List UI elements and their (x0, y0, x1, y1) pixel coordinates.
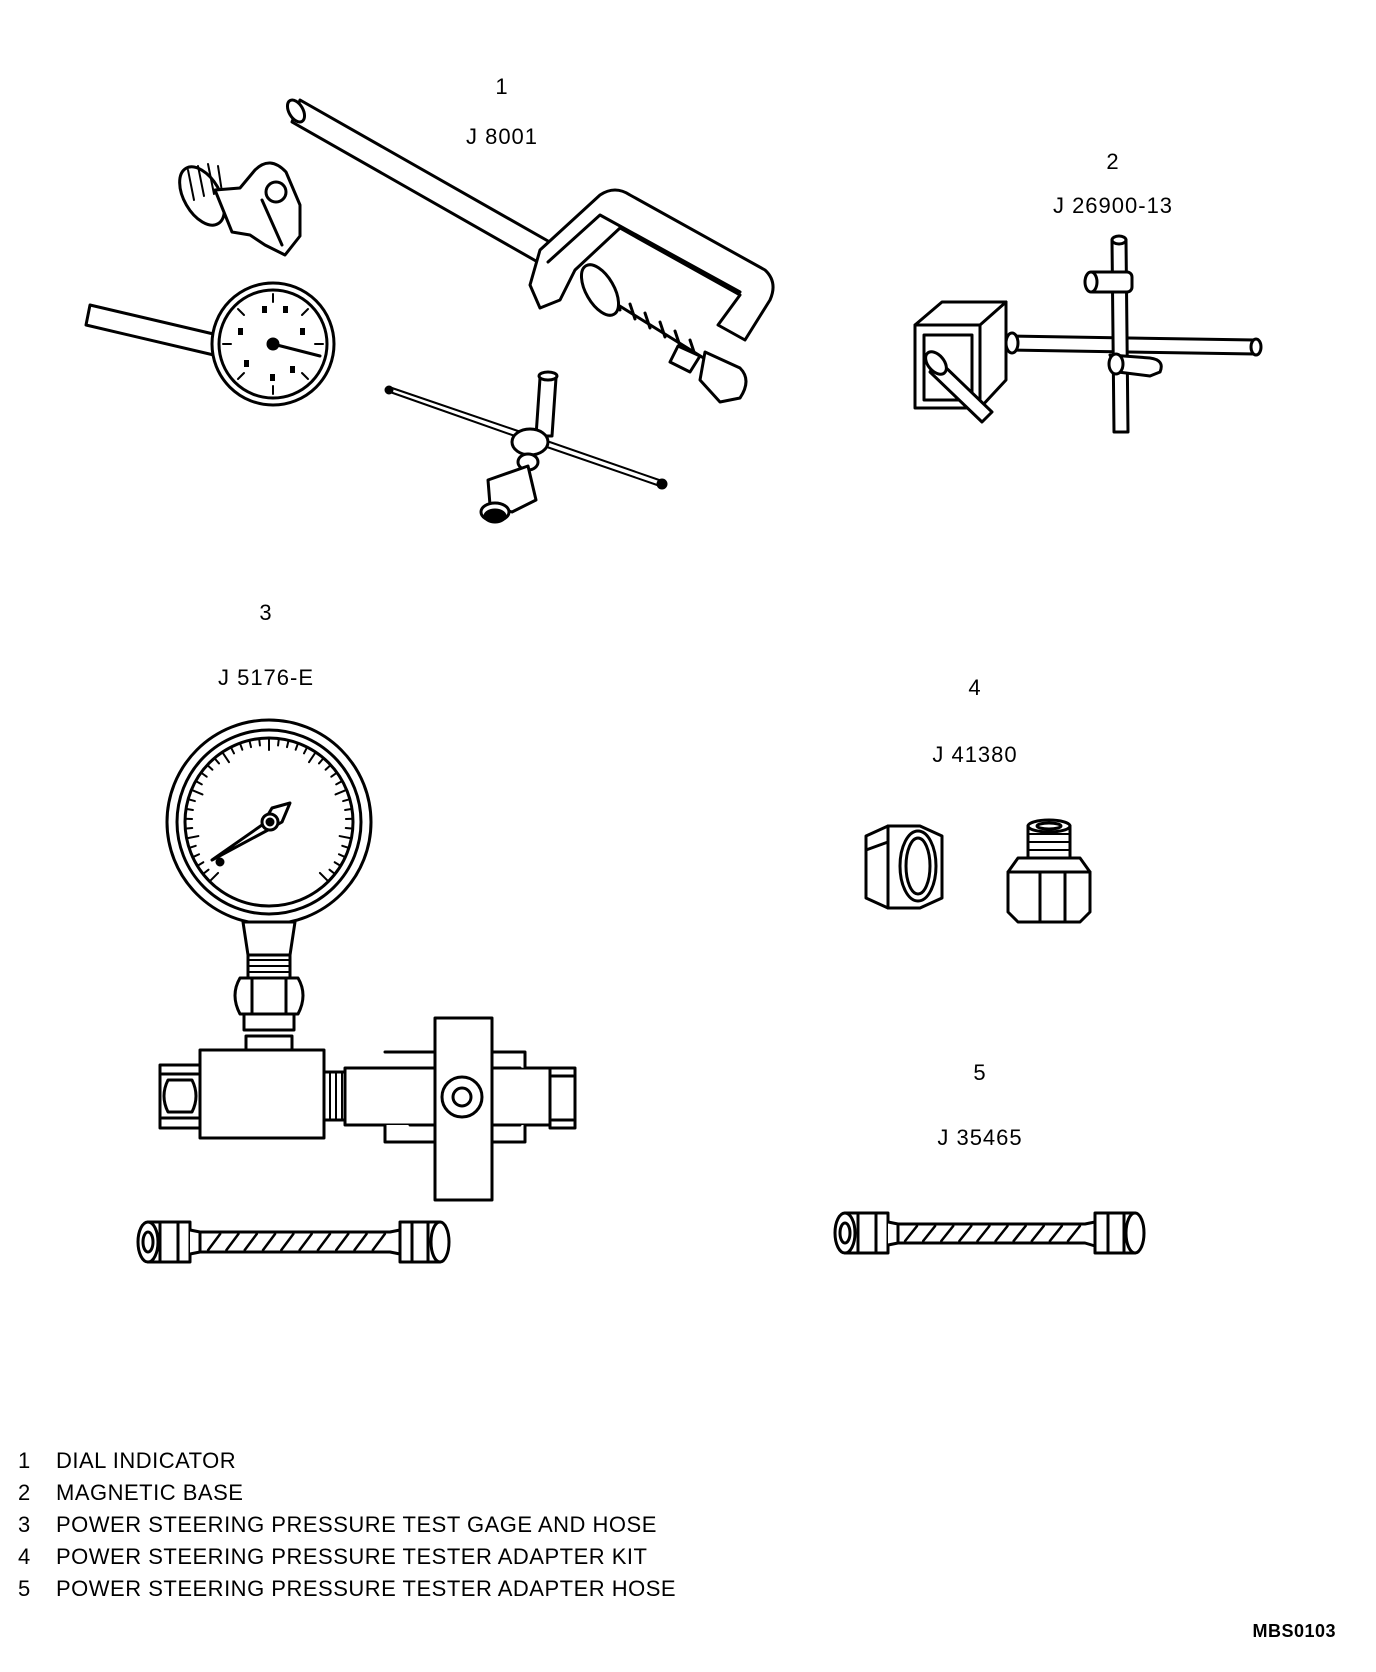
hose-wrap (958, 1224, 973, 1243)
gauge-tick (277, 737, 280, 747)
hose-wrap (316, 1232, 332, 1252)
hose-wrap (1012, 1224, 1027, 1243)
hose-wrap (371, 1232, 387, 1252)
gauge-tick (206, 763, 214, 771)
tool-2-number: 2 (1106, 149, 1120, 174)
gauge-tick (194, 779, 203, 786)
gauge-tick (191, 853, 201, 859)
gauge-tick (330, 771, 338, 778)
gauge-tick (190, 788, 204, 796)
pressure-gage-illustration (165, 718, 373, 926)
dial-indicator-illustration (84, 281, 336, 407)
gauge-tick (238, 742, 244, 751)
hose-wrap (243, 1232, 258, 1252)
hose-wrap (261, 1232, 277, 1252)
hose-wrap (280, 1232, 295, 1252)
gauge-tick (208, 871, 220, 883)
gauge-tick (338, 835, 353, 840)
gauge-tick (342, 798, 351, 803)
hose-wrap (335, 1232, 350, 1252)
tool-1-part: J 8001 (465, 124, 539, 149)
gauge-tick (185, 807, 194, 811)
tool-1-number: 1 (495, 74, 509, 99)
gauge-tick (213, 757, 220, 765)
hose-wrap (921, 1224, 937, 1243)
tool-3-part: J 5176-E (217, 665, 315, 690)
legend-text: POWER STEERING PRESSURE TEST GAGE AND HO… (56, 1512, 657, 1537)
gauge-tick (302, 746, 309, 755)
adapter-fitting-illustration (1006, 818, 1092, 924)
gauge-tick (318, 757, 325, 765)
figure-code: MBS0103 (1252, 1621, 1336, 1641)
gauge-tick (229, 746, 236, 755)
gauge-tick (335, 779, 344, 786)
gauge-tick (187, 798, 196, 803)
legend-item: 5 POWER STEERING PRESSURE TESTER ADAPTER … (18, 1573, 676, 1605)
tool-5-number: 5 (973, 1060, 987, 1085)
tool-5-part: J 35465 (937, 1125, 1023, 1150)
gage-fittings-illustration (158, 920, 347, 1140)
gauge-tick (221, 751, 230, 764)
legend-item: 2 MAGNETIC BASE (18, 1477, 676, 1509)
legend-item: 4 POWER STEERING PRESSURE TESTER ADAPTER … (18, 1541, 676, 1573)
gauge-tick (188, 844, 197, 849)
gauge-tick (258, 737, 261, 747)
gauge-tick (248, 739, 253, 749)
gauge-tick (334, 788, 348, 796)
c-clamp-illustration (285, 98, 775, 404)
tool-3-hose-illustration (136, 1220, 451, 1264)
gauge-tick (294, 742, 300, 751)
legend-number: 4 (18, 1544, 31, 1569)
hose-wrap (1066, 1224, 1082, 1243)
gauge-tick (341, 844, 350, 849)
gauge-tick (202, 868, 210, 876)
gauge-tick (184, 827, 194, 830)
hose-wrap (1048, 1224, 1064, 1243)
gauge-tick (318, 871, 330, 883)
gauge-tick (200, 771, 208, 778)
tool-3-number: 3 (259, 600, 273, 625)
legend-number: 5 (18, 1576, 31, 1601)
legend-number: 2 (18, 1480, 31, 1505)
hose-wrap (994, 1224, 1009, 1243)
legend-text: POWER STEERING PRESSURE TESTER ADAPTER K… (56, 1544, 648, 1569)
hose-wrap (1030, 1224, 1045, 1243)
magnetic-base-illustration (913, 234, 1263, 434)
gauge-tick (285, 739, 290, 749)
clamp-knob-illustration (178, 161, 302, 257)
legend-item: 1 DIAL INDICATOR (18, 1445, 676, 1477)
legend-text: POWER STEERING PRESSURE TESTER ADAPTER H… (56, 1576, 677, 1601)
gauge-tick (185, 835, 200, 840)
gauge-tick (344, 807, 353, 811)
adapter-nut-illustration (864, 824, 944, 910)
legend-text: DIAL INDICATOR (56, 1448, 237, 1473)
hose-wrap (353, 1232, 368, 1252)
gauge-tick (324, 763, 332, 771)
gauge-tick (328, 868, 336, 876)
tool-4-number: 4 (968, 675, 982, 700)
hose-wrap (903, 1224, 919, 1243)
legend-number: 1 (18, 1448, 31, 1473)
extension-probe-illustration (384, 370, 668, 524)
hose-wrap (976, 1224, 991, 1243)
tool-5-hose-illustration (833, 1211, 1146, 1255)
gauge-tick (337, 853, 347, 859)
shutoff-valve-illustration (343, 1016, 577, 1202)
gauge-tick (308, 751, 317, 764)
hose-wrap (298, 1232, 313, 1252)
tool-4-part: J 41380 (932, 742, 1018, 767)
gauge-tick (333, 861, 342, 867)
legend-number: 3 (18, 1512, 31, 1537)
legend-text: MAGNETIC BASE (56, 1480, 244, 1505)
hose-wrap (940, 1224, 955, 1243)
tool-2-part: J 26900-13 (1052, 193, 1174, 218)
gauge-tick (196, 861, 205, 867)
hose-wrap (206, 1232, 222, 1252)
gauge-tick (344, 827, 354, 830)
hose-wrap (225, 1232, 240, 1252)
legend-item: 3 POWER STEERING PRESSURE TEST GAGE AND H… (18, 1509, 676, 1541)
